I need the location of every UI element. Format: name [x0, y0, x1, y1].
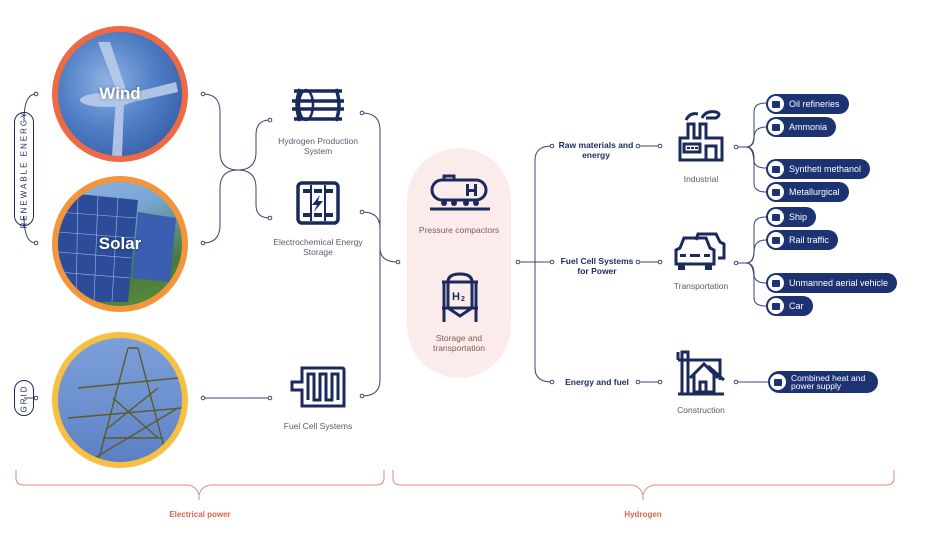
sector-industrial: Industrial	[683, 174, 719, 184]
h2-storage-tank-icon: H 2	[442, 272, 478, 322]
section-electrical-power: Electrical power	[169, 510, 231, 519]
application-car[interactable]: Car	[766, 296, 813, 316]
svg-text:2: 2	[461, 296, 465, 303]
application-ammonia[interactable]: Ammonia	[766, 117, 837, 137]
application-label: Oil refineries	[789, 99, 840, 109]
application-ship[interactable]: Ship	[766, 207, 817, 227]
methanol-icon	[768, 161, 784, 177]
section-hydrogen: Hydrogen	[624, 510, 662, 519]
train-icon	[768, 232, 784, 248]
svg-text:H: H	[452, 291, 460, 303]
wind-turbine-icon	[80, 42, 178, 156]
storage-transportation-label: Storage and transportation	[433, 333, 485, 353]
category-energy-fuel: Energy and fuel	[565, 377, 629, 387]
application-oil-refineries[interactable]: Oil refineries	[766, 94, 849, 114]
ammonia-icon	[768, 119, 784, 135]
solar-label: Solar	[98, 234, 142, 253]
application-label: Ship	[789, 212, 808, 222]
application-label: Combined heat and power supply	[791, 373, 866, 391]
factory-icon	[678, 110, 724, 162]
renewable-energy-text: RENEWABLE ENERGY	[19, 110, 29, 228]
pressure-compactors-label: Pressure compactors	[418, 225, 500, 235]
application-label: Syntheti methanol	[789, 164, 862, 174]
house-crane-icon	[676, 350, 725, 396]
solar-circle: Solar	[52, 176, 188, 312]
sector-construction: Construction	[677, 405, 725, 415]
application-label: Metallurgical	[789, 187, 840, 197]
metallurgy-icon	[768, 184, 784, 200]
category-fuel-cell-power: Fuel Cell Systems for Power	[560, 256, 634, 276]
application-chp[interactable]: Combined heat and power supply	[768, 371, 878, 393]
cars-icon	[674, 232, 726, 270]
hydrogen-handling-capsule	[407, 148, 511, 378]
drone-icon	[768, 275, 784, 291]
application-synthetic-methanol[interactable]: Syntheti methanol	[766, 159, 871, 179]
application-label: Ammonia	[789, 122, 828, 132]
grid-label: GRID	[14, 380, 34, 416]
renewable-energy-label: RENEWABLE ENERGY	[14, 110, 34, 228]
oil-refinery-icon	[768, 96, 784, 112]
application-metallurgical[interactable]: Metallurgical	[766, 182, 849, 202]
category-raw-materials: Raw materials and energy	[558, 140, 634, 160]
application-rail-traffic[interactable]: Rail traffic	[766, 230, 838, 250]
application-label: Car	[789, 301, 804, 311]
ship-icon	[768, 209, 784, 225]
fuel-cell-systems-label: Fuel Cell Systems	[283, 421, 353, 431]
tank-wagon-icon	[430, 174, 490, 211]
wind-label: Wind	[99, 84, 141, 103]
grid-text: GRID	[19, 384, 29, 412]
wind-circle: Wind	[52, 26, 188, 162]
grid-circle	[52, 332, 188, 468]
power-pylon-icon	[67, 347, 182, 462]
application-label: Rail traffic	[789, 235, 829, 245]
car-icon	[768, 298, 784, 314]
hydrogen-production-icon	[292, 88, 344, 122]
building-icon	[770, 374, 786, 390]
electrochemical-storage-label: Electrochemical Energy Storage	[273, 237, 363, 257]
application-label: Unmanned aerial vehicle	[789, 278, 889, 288]
hydrogen-production-label: Hydrogen Production System	[278, 136, 358, 156]
solar-panel-icon	[58, 192, 176, 303]
battery-storage-icon	[296, 181, 340, 225]
fuel-cell-icon	[290, 366, 346, 408]
application-uav[interactable]: Unmanned aerial vehicle	[766, 273, 898, 293]
sector-transportation: Transportation	[673, 281, 729, 291]
